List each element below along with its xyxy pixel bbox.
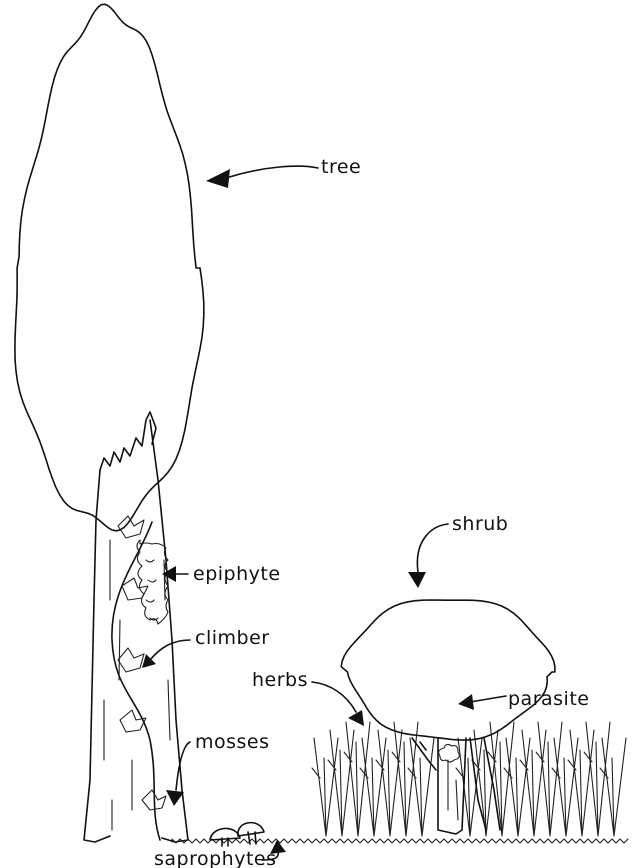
herb-stalk <box>600 738 626 836</box>
herb-stalk <box>520 730 546 836</box>
label-parasite: parasite <box>508 690 589 709</box>
label-climber: climber <box>195 629 270 648</box>
herb-stalk <box>504 738 530 836</box>
herb-stalk <box>408 738 434 836</box>
herb-stalk <box>568 730 594 836</box>
herb-stalk <box>376 730 402 836</box>
herb-stalk <box>360 738 386 836</box>
tree-trunk <box>84 412 188 842</box>
label-epiphyte: epiphyte <box>193 565 281 584</box>
tree-crown <box>15 4 204 531</box>
label-shrub: shrub <box>452 515 508 534</box>
label-tree: tree <box>321 158 361 177</box>
herb-stalk <box>312 738 338 836</box>
ground-line <box>172 839 628 843</box>
label-herbs: herbs <box>252 671 308 690</box>
mushrooms <box>210 823 264 846</box>
epiphyte-plant <box>137 540 168 624</box>
herb-stalk <box>328 730 354 836</box>
herb-stalk <box>456 738 482 836</box>
label-saprophytes: saprophytes <box>154 850 277 868</box>
herb-stalk <box>552 738 578 836</box>
label-mosses: mosses <box>195 733 270 752</box>
climber-vine <box>112 516 166 840</box>
